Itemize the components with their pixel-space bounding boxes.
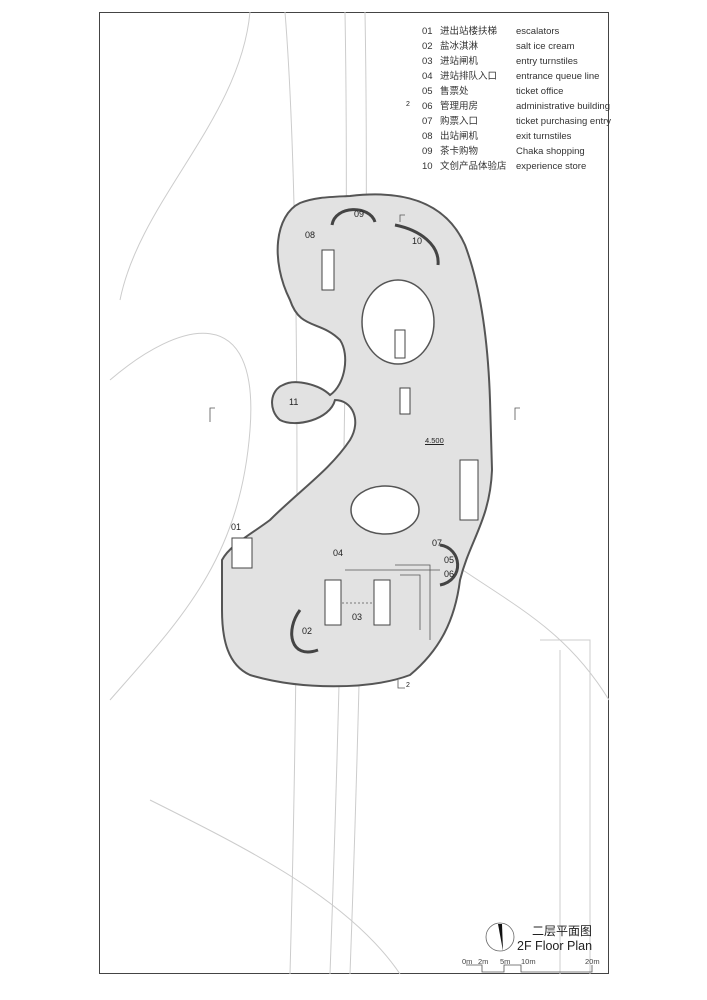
drawing-border [99,12,609,974]
site-line [149,799,401,975]
label-10: 10 [412,236,423,246]
escalator [373,579,391,626]
escalator [231,537,253,569]
void-north [361,279,435,365]
label-02: 02 [302,626,313,636]
scale-tick-label: 20m [585,957,600,966]
label-06: 06 [444,569,455,579]
scale-bar [466,964,593,973]
escalator [394,329,406,359]
office-05-06 [439,543,460,587]
label-09: 09 [354,209,365,219]
escalator [324,579,342,626]
scale-tick-label: 10m [521,957,536,966]
label-11: 11 [289,397,299,407]
site-line [109,332,252,701]
scale-tick-label: 2m [478,957,489,966]
drawing-title: 二层平面图 2F Floor Plan [517,922,592,953]
label-03: 03 [352,612,363,622]
scale-tick-label: 0m [462,957,473,966]
elevation-label: 4.500 [425,436,444,445]
section-label-top: 2 [406,101,410,108]
void-south [350,485,420,535]
north-arrow-circle [485,922,515,952]
escalator [321,249,335,291]
site-line [284,11,298,975]
escalator [399,387,411,415]
label-04: 04 [333,548,344,558]
shop-02 [290,609,319,654]
label-08: 08 [305,230,316,240]
scale-tick-label: 5m [500,957,511,966]
queue-line [345,564,440,640]
site-line [119,11,251,301]
shop-09 [330,208,377,226]
section-mark [209,214,520,689]
north-arrow-icon [498,924,503,951]
escalator [459,459,479,521]
shop-10 [394,223,440,266]
label-07: 07 [432,538,443,548]
label-01: 01 [231,522,242,532]
label-05: 05 [444,555,455,565]
title-en: 2F Floor Plan [517,939,593,953]
section-label-bottom: 2 [406,682,410,689]
title-cn: 二层平面图 [532,924,593,938]
site-line [540,639,591,974]
